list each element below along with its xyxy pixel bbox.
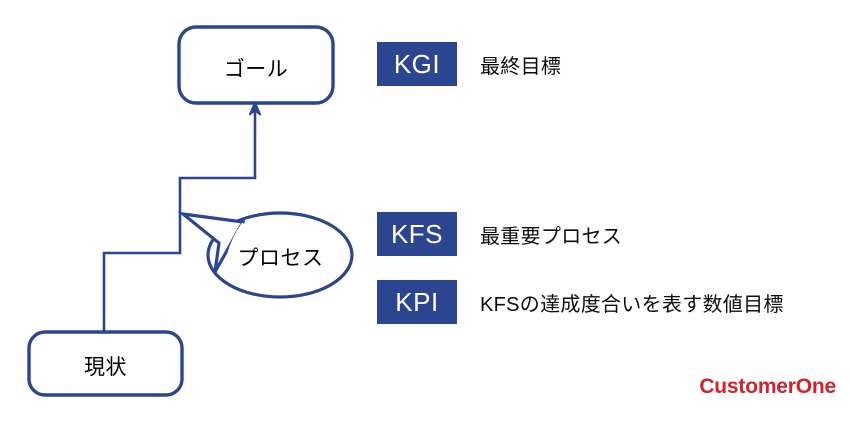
customerone-logo: CustomerOne xyxy=(699,375,836,398)
stair-step-connector xyxy=(102,110,257,331)
legend-row-kfs: KFS 最重要プロセス xyxy=(377,212,622,256)
goal-box[interactable] xyxy=(177,25,335,105)
process-bubble-label: プロセス xyxy=(237,246,324,270)
badge-kgi[interactable]: KGI xyxy=(377,42,457,86)
process-callout-bubble[interactable] xyxy=(177,211,354,299)
legend-description-kfs: 最重要プロセス xyxy=(480,225,623,248)
legend-description-kpi: KFSの達成度合いを表す数値目標 xyxy=(480,293,784,316)
badge-kfs[interactable]: KFS xyxy=(377,212,457,256)
badge-kpi[interactable]: KPI xyxy=(377,280,457,324)
legend-description-kgi: 最終目標 xyxy=(480,55,562,78)
current-state-box[interactable] xyxy=(27,330,184,397)
goal-box-label: ゴール xyxy=(223,57,289,81)
legend-row-kgi: KGI 最終目標 xyxy=(377,42,561,86)
connector-arrowhead xyxy=(248,99,262,116)
current-state-box-label: 現状 xyxy=(84,355,127,379)
legend-row-kpi: KPI KFSの達成度合いを表す数値目標 xyxy=(377,280,784,324)
